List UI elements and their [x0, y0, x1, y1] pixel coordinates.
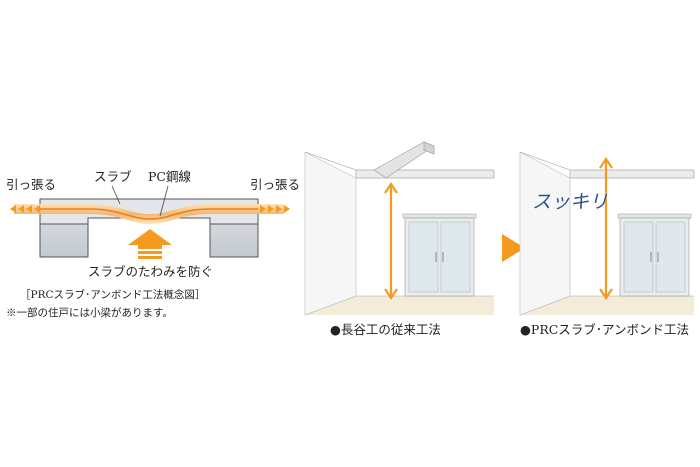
- pc-wire-line: [40, 208, 258, 220]
- pull-right-label: 引っ張る: [250, 177, 300, 192]
- ceiling: [355, 169, 495, 179]
- height-arrow-conventional: [384, 182, 398, 300]
- window: [617, 213, 692, 297]
- prc-label: ●PRCスラブ･アンボンド工法: [520, 322, 689, 337]
- side-wall: [304, 151, 357, 316]
- conventional-label: ●長谷工の従来工法: [330, 322, 441, 337]
- prevent-deflection-label: スラブのたわみを防ぐ: [88, 264, 213, 279]
- height-arrow-prc: [599, 157, 613, 300]
- pull-left-arrows: [10, 205, 40, 213]
- slab-leader: [111, 185, 121, 205]
- window: [402, 213, 477, 297]
- wire-leader: [159, 185, 169, 217]
- up-arrow: [128, 229, 172, 259]
- slab-label: スラブ: [94, 169, 132, 184]
- conventional-room: ●長谷工の従来工法: [304, 141, 495, 337]
- side-wall: [519, 151, 571, 316]
- ceiling: [569, 169, 695, 179]
- pull-right-arrows: [260, 205, 290, 213]
- floor: [520, 296, 694, 315]
- transition-arrow: [502, 234, 525, 262]
- prc-room: スッキリ ●PRCスラブ･アンボンド工法: [519, 151, 695, 337]
- pc-wire-label: PC鋼線: [148, 169, 191, 184]
- sukkiri-label: スッキリ: [532, 191, 608, 213]
- concept-diagram: 引っ張る 引っ張る スラブ PC鋼線 スラブのたわみを防ぐ ［PRCスラブ･アン…: [6, 169, 300, 319]
- beam-note: ※一部の住戸には小梁があります。: [6, 306, 173, 319]
- floor: [305, 296, 494, 315]
- pull-left-label: 引っ張る: [6, 177, 56, 192]
- concept-caption: ［PRCスラブ･アンボンド工法概念図］: [20, 288, 205, 301]
